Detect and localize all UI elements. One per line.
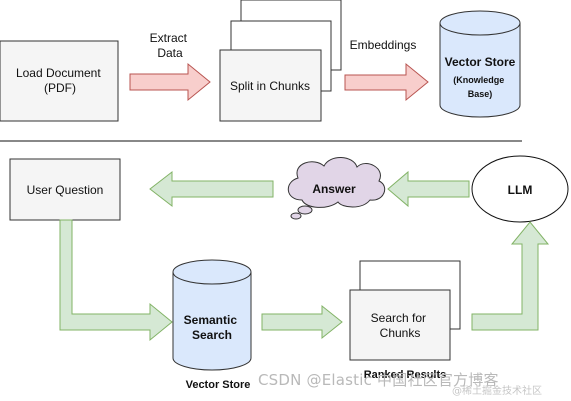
chunks-to-llm-arrow [471,221,550,331]
embeddings-arrow [344,62,429,102]
svg-text:Load Document (PDF): Load Document (PDF) [16,66,104,95]
vector-store-top-label: Vector Store [445,55,516,69]
svg-text:Search for Chunks: Search for Chunks [371,311,430,340]
llm-label: LLM [508,183,533,197]
answer-cloud [287,157,386,220]
llm-ellipse [471,155,569,223]
semantic-search-cylinder [172,259,252,371]
extract-data-sublabel: Data [157,46,183,60]
extract-arrow [129,62,211,102]
vector-store-cylinder-top [439,10,521,118]
watermark-text: CSDN @Elastic 中国社区官方博客 [258,371,499,389]
extract-data-label: Extract [150,31,188,45]
svg-text:Semantic Search: Semantic Search [184,313,241,342]
semantic-search-label: Semantic [184,313,238,327]
watermark-subtext: @稀土掘金技术社区 [452,386,542,397]
question-to-search-arrow [59,219,173,342]
load-document-box [0,40,119,122]
search-to-chunks-arrow [261,304,343,340]
svg-text:Extract Data: Extract Data [150,31,191,60]
ranked-results-label: Ranked Results [364,369,447,381]
answer-to-question-arrow [149,170,274,208]
load-document-sublabel: (PDF) [44,81,76,95]
answer-label: Answer [312,182,356,196]
split-chunks-box [219,49,322,122]
knowledge-base-sublabel: Base) [468,89,493,99]
search-chunks-box [349,289,451,361]
svg-text:(Knowledge Base): (Knowledge Base) [453,75,507,99]
split-chunks-label: Split in Chunks [230,79,310,93]
knowledge-base-label: (Knowledge [453,75,504,85]
user-question-box [9,158,121,221]
load-document-label: Load Document [16,66,101,80]
llm-to-answer-arrow [387,170,470,208]
search-chunks-label: Search for [371,311,426,325]
vector-store-bottom-label: Vector Store [186,379,251,391]
user-question-label: User Question [27,183,104,197]
semantic-search-sublabel: Search [192,328,232,342]
embeddings-label: Embeddings [350,38,417,52]
search-chunks-sublabel: Chunks [380,326,421,340]
